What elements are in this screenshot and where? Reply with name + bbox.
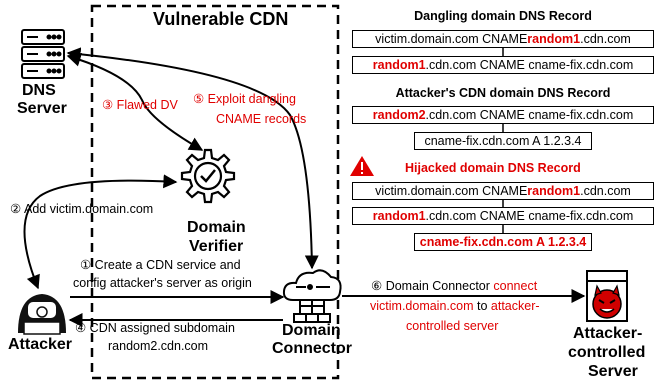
step-6-text-b: connect (493, 279, 538, 293)
domain-connector-label-2: Connector (272, 340, 352, 357)
record-text: victim.domain.com CNAME (375, 32, 528, 46)
record-text: .cdn.com CNAME cname-fix.cdn.com (425, 209, 634, 223)
record-text: victim.domain.com CNAME (375, 184, 528, 198)
dns-server-label-2: Server (17, 100, 67, 117)
attacker-server-label-1: Attacker- (573, 325, 643, 342)
step-5-label-2: CNAME records (216, 112, 307, 126)
dns-server-icon (21, 29, 65, 79)
attacker-label: Attacker (8, 336, 73, 353)
dangling-record-row-1: victim.domain.com CNAME random1.cdn.com (352, 30, 654, 48)
step-6-num: ⑥ (371, 279, 383, 293)
arrow-add-domain (23, 174, 178, 290)
step-6-label-line-2: victim.domain.com to attacker- (370, 299, 540, 313)
record-text: .cdn.com CNAME cname-fix.cdn.com (425, 108, 634, 122)
step-4-label-2: random2.cdn.com (108, 339, 209, 353)
arrow-exploit-cname (66, 47, 319, 270)
step-6-text-d: to (476, 299, 488, 313)
attacker-record-row-2: cname-fix.cdn.com A 1.2.3.4 (414, 132, 592, 150)
record-highlight: random1 (372, 209, 426, 223)
step-1-label-2: config attacker's server as origin (73, 276, 252, 290)
domain-verifier-label-1: Domain (187, 219, 246, 236)
step-1-label-1: ① Create a CDN service and (80, 258, 241, 272)
domain-connector-cloud-icon (282, 269, 342, 323)
attacker-icon (18, 294, 66, 335)
hijacked-record-row-3: cname-fix.cdn.com A 1.2.3.4 (414, 233, 592, 251)
hijacked-record-row-1: victim.domain.com CNAME random1.cdn.com (352, 182, 654, 200)
step-6-text-e: attacker- (490, 299, 540, 313)
record-text: .cdn.com (580, 32, 631, 46)
record-highlight: random2 (372, 108, 426, 122)
record-text: .cdn.com CNAME cname-fix.cdn.com (425, 58, 634, 72)
verifier-gear-icon (180, 148, 236, 204)
dangling-record-title: Dangling domain DNS Record (414, 9, 592, 23)
step-6-text-a: Domain Connector (385, 279, 490, 293)
warning-icon (350, 156, 374, 176)
domain-connector-label-1: Domain (282, 322, 341, 339)
attacker-record-row-1: random2.cdn.com CNAME cname-fix.cdn.com (352, 106, 654, 124)
attacker-server-label-2: controlled (568, 344, 646, 361)
hijacked-record-title: Hijacked domain DNS Record (405, 161, 581, 175)
step-5-label-1: ⑤ Exploit dangling (193, 92, 296, 106)
attacker-record-title: Attacker's CDN domain DNS Record (395, 86, 611, 100)
step-4-label-1: ④ CDN assigned subdomain (75, 321, 235, 335)
dns-server-label-1: DNS (22, 82, 56, 99)
hijacked-record-row-2: random1.cdn.com CNAME cname-fix.cdn.com (352, 207, 654, 225)
record-highlight: random1 (372, 58, 426, 72)
record-highlight: random1 (527, 184, 581, 198)
step-3-label: ③ Flawed DV (102, 98, 178, 112)
record-text: .cdn.com (580, 184, 631, 198)
step-6-text-c: victim.domain.com (370, 299, 474, 313)
step-6-label-line-3: controlled server (406, 319, 499, 333)
dangling-record-row-2: random1.cdn.com CNAME cname-fix.cdn.com (352, 56, 654, 74)
step-2-label: ② Add victim.domain.com (10, 202, 154, 216)
attacker-server-label-3: Server (588, 363, 638, 380)
cdn-title: Vulnerable CDN (153, 9, 289, 29)
attacker-server-icon (586, 270, 628, 322)
record-highlight: random1 (527, 32, 581, 46)
domain-verifier-label-2: Verifier (189, 238, 244, 255)
step-6-label-line-1: ⑥ Domain Connector connect (371, 279, 537, 293)
record-highlight: cname-fix.cdn.com A 1.2.3.4 (419, 235, 587, 249)
